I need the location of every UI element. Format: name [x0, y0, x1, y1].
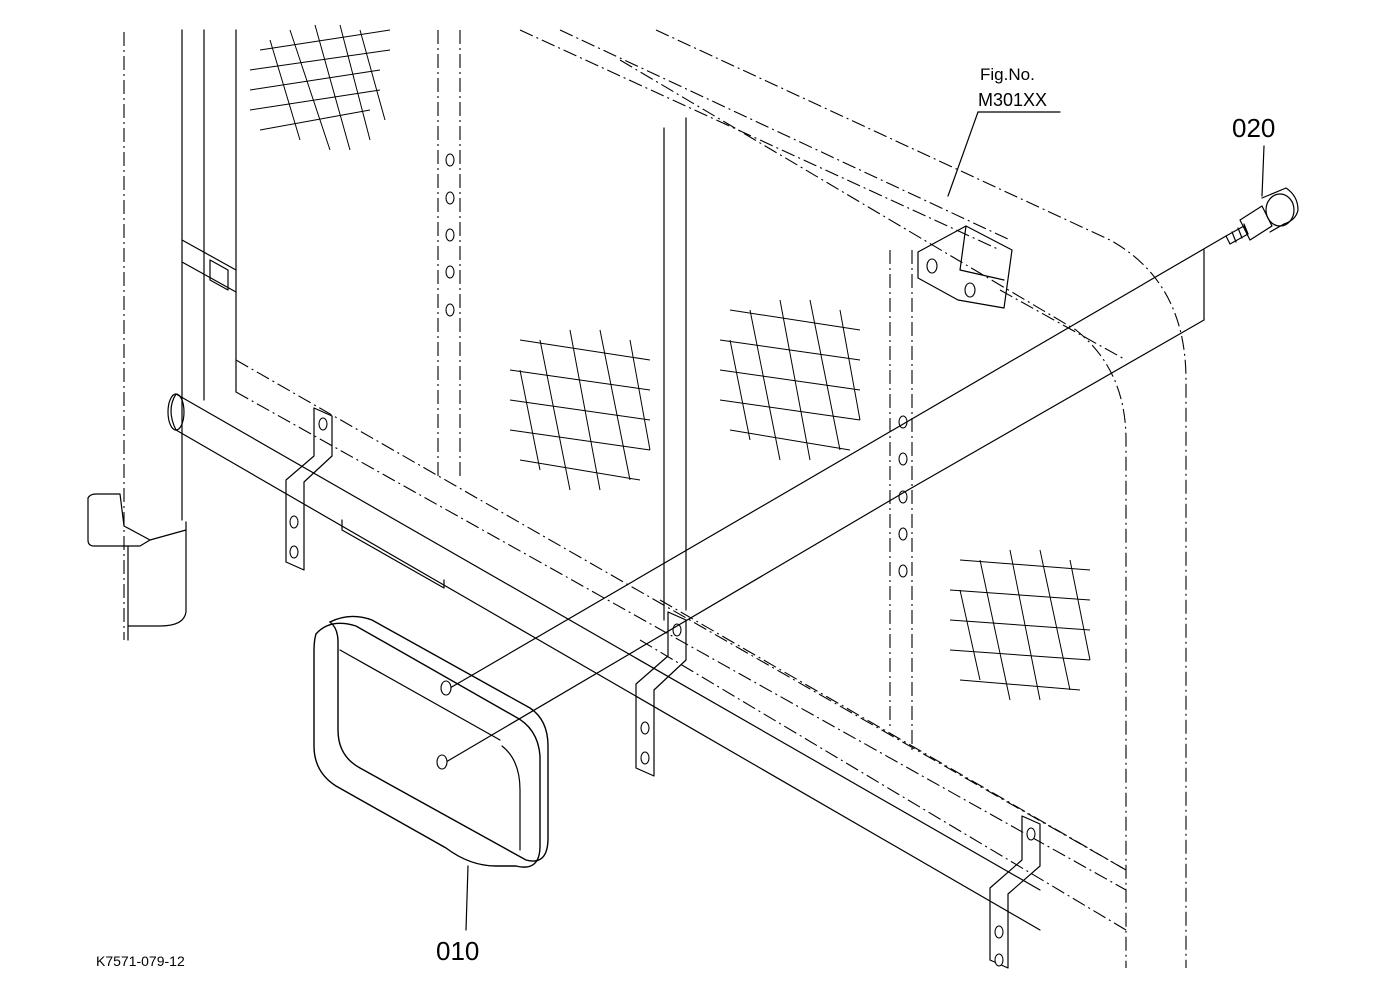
callout-010-label[interactable]: 010: [436, 936, 479, 966]
brackets: [285, 225, 1041, 969]
cross-bar: [167, 393, 1041, 931]
fig-no-value: M301XX: [978, 90, 1047, 110]
left-post: [87, 29, 187, 641]
mounting-holes: [445, 153, 908, 578]
middle-posts: [663, 117, 913, 750]
bolt[interactable]: [1225, 187, 1299, 245]
left-frame: [181, 29, 461, 480]
callout-020-leader: [1261, 145, 1265, 197]
mesh-panels: [249, 24, 1091, 701]
callout-010-leader: [465, 865, 469, 931]
fig-no-leader: [947, 111, 1061, 197]
drawing-code: K7571-079-12: [96, 953, 185, 969]
callout-020-label[interactable]: 020: [1232, 113, 1275, 143]
work-lamp[interactable]: [313, 615, 549, 868]
frame-rails: [235, 29, 1187, 968]
fig-no-label: Fig.No.: [980, 65, 1035, 84]
assembly-lines: [445, 235, 1227, 763]
